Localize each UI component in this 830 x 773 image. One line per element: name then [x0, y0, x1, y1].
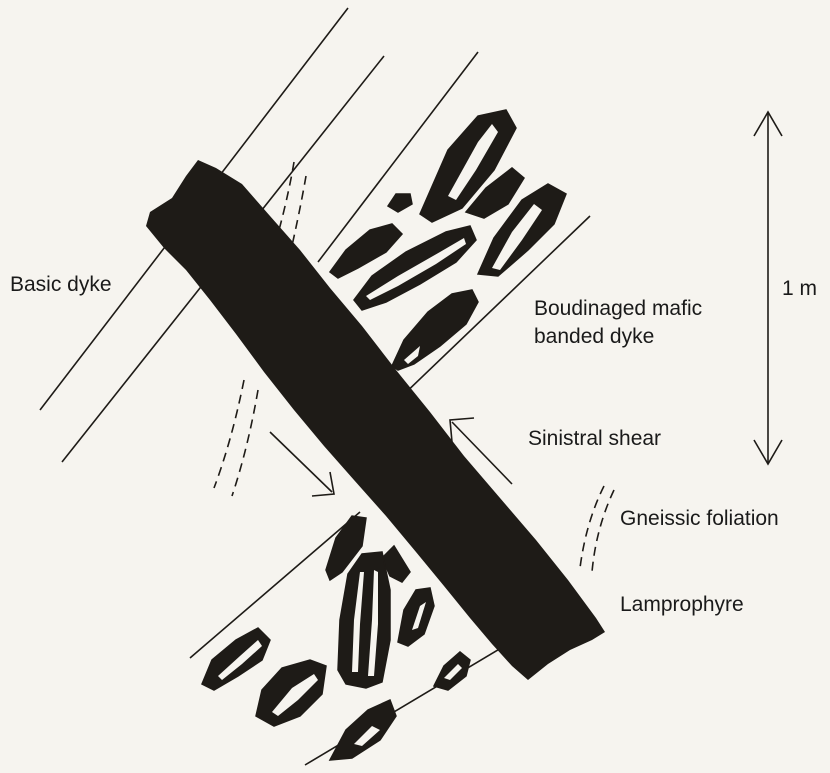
lamprophyre-label: Lamprophyre	[620, 592, 744, 617]
gneissic-foliation-label: Gneissic foliation	[620, 506, 779, 531]
boudinaged-dyke-label-line2: banded dyke	[534, 324, 654, 349]
boudinaged-dyke-label-line1: Boudinaged mafic	[534, 296, 702, 321]
foliation-legend-b	[592, 490, 614, 572]
scale-label: 1 m	[782, 276, 817, 301]
scale-bar	[754, 112, 782, 464]
mafic-dyke-margin-lower-a	[190, 512, 360, 658]
foliation-legend-a	[580, 486, 604, 568]
foliation-trace-lower-b	[232, 390, 258, 496]
sinistral-shear-label: Sinistral shear	[528, 426, 661, 451]
basic-dyke-label: Basic dyke	[10, 272, 112, 297]
